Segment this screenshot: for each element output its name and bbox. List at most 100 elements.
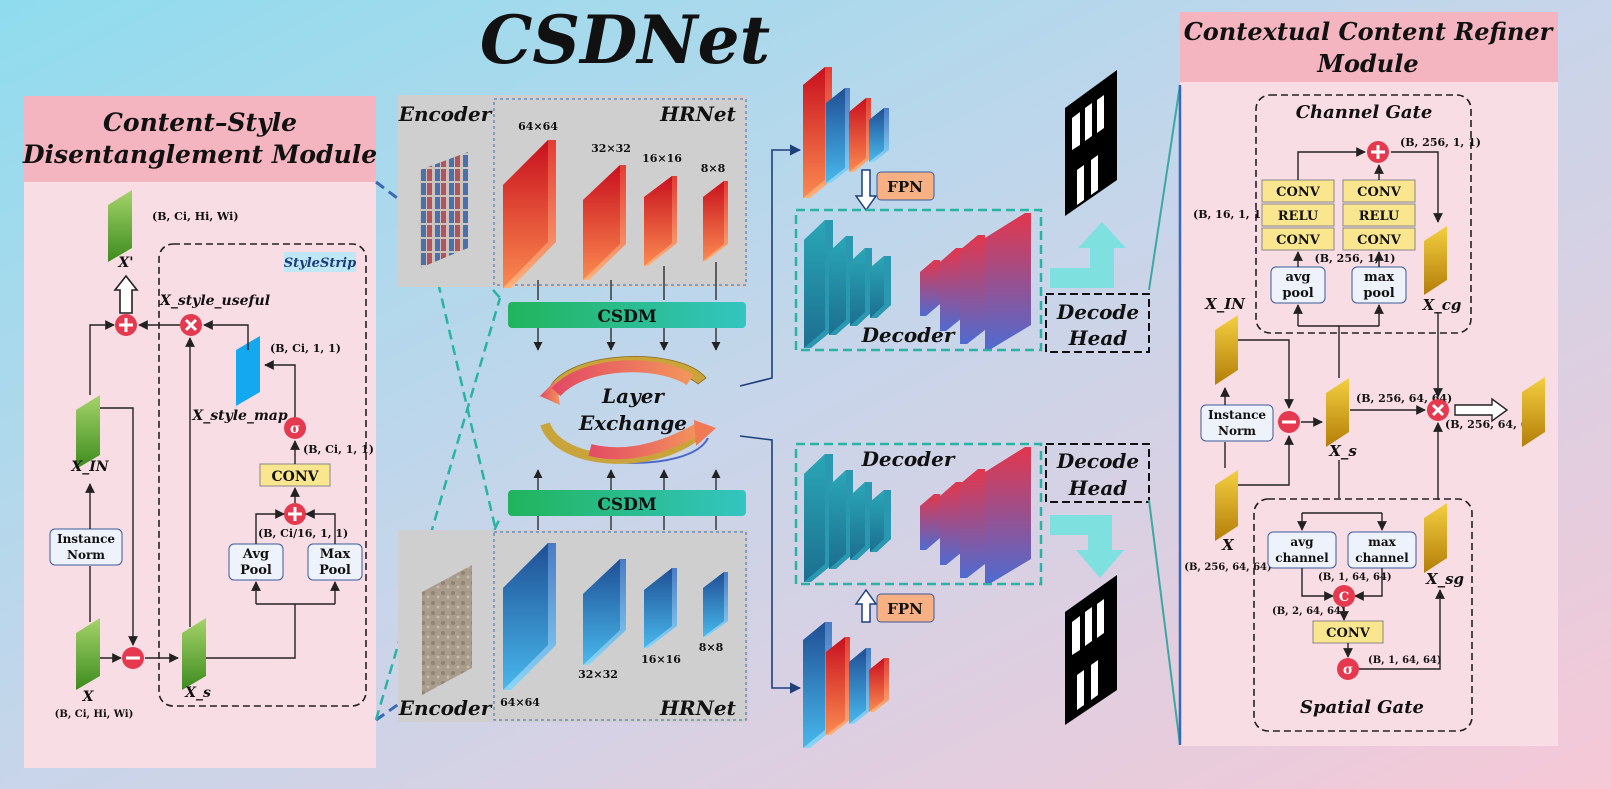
sg-max-channel-label-2: channel xyxy=(1355,551,1409,565)
exchange-arrowhead-right xyxy=(694,420,716,446)
cg-right-relu xyxy=(1342,203,1416,227)
size-top-3: 16×16 xyxy=(642,152,682,165)
x-in-label: X_IN xyxy=(70,459,109,475)
sg-max-to-concat xyxy=(1354,568,1383,601)
avg-pool-label-1: Avg xyxy=(242,547,269,562)
size-top-1: 64×64 xyxy=(518,120,558,133)
size-bottom-2: 32×32 xyxy=(578,668,618,681)
contextual-content-refiner-module: Contextual Content Refiner Module Channe… xyxy=(1178,12,1558,746)
x-sg-feature xyxy=(1424,503,1447,573)
instance-norm-label-2: Norm xyxy=(67,548,105,562)
sg-sigmoid-op xyxy=(1337,658,1359,680)
bottom-pyramid-3-face xyxy=(849,648,866,724)
bottom-pyramid-4-face xyxy=(869,658,884,712)
size-top-2: 32×32 xyxy=(591,142,631,155)
right-panel-title-1: Contextual Content Refiner xyxy=(1184,17,1555,46)
hrnet-top-stage-1-face xyxy=(503,140,548,288)
max-to-add xyxy=(305,509,336,544)
hrnet-top-stage-4-face xyxy=(703,181,724,261)
dual-encoder-block: Encoder HRNet 64×64 32×32 16×16 8×8 CSDM xyxy=(374,95,748,722)
hrnet-top-region xyxy=(493,98,747,286)
cg-shape-left: (B, 16, 1, 1) xyxy=(1193,208,1266,221)
stylestrip-label: StyleStrip xyxy=(284,256,356,271)
hrnet-bottom-stage-4-face xyxy=(703,572,724,637)
output-hollow-arrow xyxy=(113,274,139,314)
left-panel-title-2: Disentanglement Module xyxy=(22,140,377,169)
hrnet-bottom-label: HRNet xyxy=(659,696,737,720)
cr-instance-norm-label-1: Instance xyxy=(1208,408,1266,422)
right-panel-title-2: Module xyxy=(1316,49,1418,78)
x-sg-label: X_sg xyxy=(1425,570,1464,588)
decode-head-bottom-arrow xyxy=(1050,515,1124,578)
hrnet-bottom-stage-2-face xyxy=(583,559,620,665)
x-input-label: X xyxy=(82,689,95,705)
decoder-top-block-4-face xyxy=(870,256,884,318)
sigmoid-glyph: σ xyxy=(290,421,300,437)
cg-left-conv-1-label: CONV xyxy=(1276,185,1321,200)
decode-head-top-box xyxy=(1045,293,1150,353)
size-top-4: 8×8 xyxy=(701,162,726,175)
fpn-top-box xyxy=(876,171,935,201)
x-prime-feature xyxy=(108,190,132,262)
top-pyramid-2-face xyxy=(826,88,845,183)
decode-head-bottom-box xyxy=(1045,443,1150,503)
cr-shape-xs: (B, 256, 64, 64) xyxy=(1356,392,1452,405)
x-input-shape: (B, Ci, Hi, Wi) xyxy=(55,709,134,720)
cr-shape-out: (B, 256, 64, 64) xyxy=(1445,418,1541,431)
cg-max-pool-label-2: pool xyxy=(1363,286,1394,301)
sigma-to-map xyxy=(264,360,296,417)
decode-head-bottom-label-2: Head xyxy=(1068,476,1128,500)
x-input-feature xyxy=(76,618,100,690)
sg-avg-to-concat xyxy=(1301,568,1334,601)
cg-left-relu-label: RELU xyxy=(1278,209,1319,224)
sg-concat-op xyxy=(1333,585,1355,607)
bottom-pyramid-1-face xyxy=(803,622,825,748)
csdm-top-bar xyxy=(508,302,746,328)
mask-top-buildings xyxy=(1072,95,1104,205)
x-style-map-label: X_style_map xyxy=(191,408,287,424)
x-s-feature xyxy=(182,618,206,690)
decoder-bottom-up-4 xyxy=(985,447,1031,583)
csdm-link-2 xyxy=(418,204,502,549)
content-style-disentanglement-module: Content–Style Disentanglement Module Sty… xyxy=(22,96,377,768)
decoder-top-label: Decoder xyxy=(861,323,956,347)
pool-add-glyph xyxy=(288,507,302,521)
top-pyramid-4-face xyxy=(869,108,884,162)
mask-bottom-buildings xyxy=(1072,599,1104,710)
sg-shape-concat-in: (B, 1, 64, 64) xyxy=(1318,572,1392,583)
decoder-bottom-block-4-face xyxy=(870,490,884,552)
cr-xin-to-sub xyxy=(1238,339,1294,409)
cg-add-glyph xyxy=(1371,145,1385,159)
zoom-line-right-1 xyxy=(1148,84,1181,291)
fpn-bottom-label: FPN xyxy=(887,600,923,618)
layer-exchange-label-1: Layer xyxy=(601,384,665,408)
input-image-top xyxy=(420,152,468,268)
x-prime-label: X' xyxy=(117,255,133,271)
decode-head-top-label-1: Decode xyxy=(1056,300,1139,324)
decode-head-top-arrow xyxy=(1050,222,1126,288)
encoder-top-label: Encoder xyxy=(398,102,493,126)
sg-shape-concat-out: (B, 2, 64, 64) xyxy=(1272,606,1346,617)
hrnet-top-stage-2-face xyxy=(583,165,620,280)
cr-x-shape: (B, 256, 64, 64) xyxy=(1184,562,1272,573)
hrnet-top-stage-3-face xyxy=(644,176,672,266)
cg-right-conv-2-label: CONV xyxy=(1357,233,1402,248)
pool-shape: (B, Ci/16, 1, 1) xyxy=(258,527,348,540)
fpn-bottom-box xyxy=(876,593,935,623)
x-style-map-feature xyxy=(236,336,260,406)
add-op-glyph xyxy=(119,318,133,332)
cr-x-in-label: X_IN xyxy=(1204,295,1246,313)
fpn-top-arrow xyxy=(854,169,878,212)
sg-avg-channel-label-1: avg xyxy=(1290,535,1314,549)
decoder-bottom-block-2-face xyxy=(829,470,846,569)
decode-head-top-label-2: Head xyxy=(1068,326,1128,350)
decoder-top-block-2-face xyxy=(829,236,846,335)
exchange-arc-red-top xyxy=(551,360,694,397)
csdm-bottom-bar xyxy=(508,490,746,516)
decoder-bottom-region xyxy=(794,442,1043,586)
cr-x-s-label: X_s xyxy=(1328,442,1357,460)
left-panel-title-bg xyxy=(24,96,376,182)
sg-max-channel-label-1: max xyxy=(1368,535,1396,549)
cr-instance-norm-label-2: Norm xyxy=(1218,424,1256,438)
